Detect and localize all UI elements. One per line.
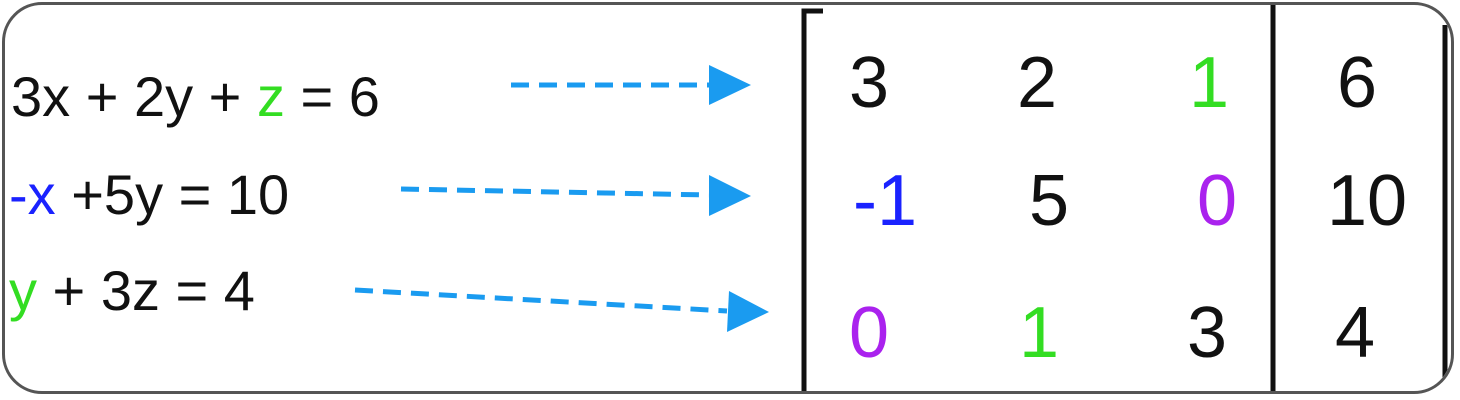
matrix-cell: -1 — [852, 161, 918, 241]
arrow-1 — [511, 65, 751, 105]
equation-1-part: z — [256, 65, 285, 128]
matrix-cell: 10 — [1326, 161, 1408, 241]
matrix-cell: 3 — [848, 43, 890, 123]
equation-2-part: -x — [9, 163, 56, 226]
matrix-cell: 0 — [1196, 161, 1238, 241]
equation-1-part: 3x + 2y + — [11, 65, 257, 128]
arrow-3 — [354, 287, 769, 332]
equation-3-part: + 3z = 4 — [37, 259, 255, 322]
matrix-cell: 1 — [1018, 293, 1060, 373]
matrix-cell: 6 — [1336, 43, 1378, 123]
equation-3-part: y — [9, 259, 37, 322]
arrow-2 — [400, 175, 751, 216]
equation-2-part: +5y = 10 — [55, 163, 290, 226]
equation-3: y + 3z = 4 — [9, 263, 255, 319]
matrix-cell: 0 — [848, 293, 890, 373]
matrix-cell: 2 — [1016, 43, 1058, 123]
equation-1-part: = 6 — [284, 65, 380, 128]
equation-2: -x +5y = 10 — [9, 167, 289, 223]
matrix-cell: 5 — [1028, 161, 1070, 241]
matrix-cell: 3 — [1186, 293, 1228, 373]
equation-1: 3x + 2y + z = 6 — [11, 69, 380, 125]
matrix-cell: 4 — [1334, 293, 1376, 373]
matrix-cell: 1 — [1188, 43, 1230, 123]
left-bracket — [801, 8, 823, 391]
diagram-frame: 3x + 2y + z = 6 -x +5y = 10 y + 3z = 4 3… — [2, 2, 1454, 394]
arrows-and-brackets — [354, 5, 1448, 391]
